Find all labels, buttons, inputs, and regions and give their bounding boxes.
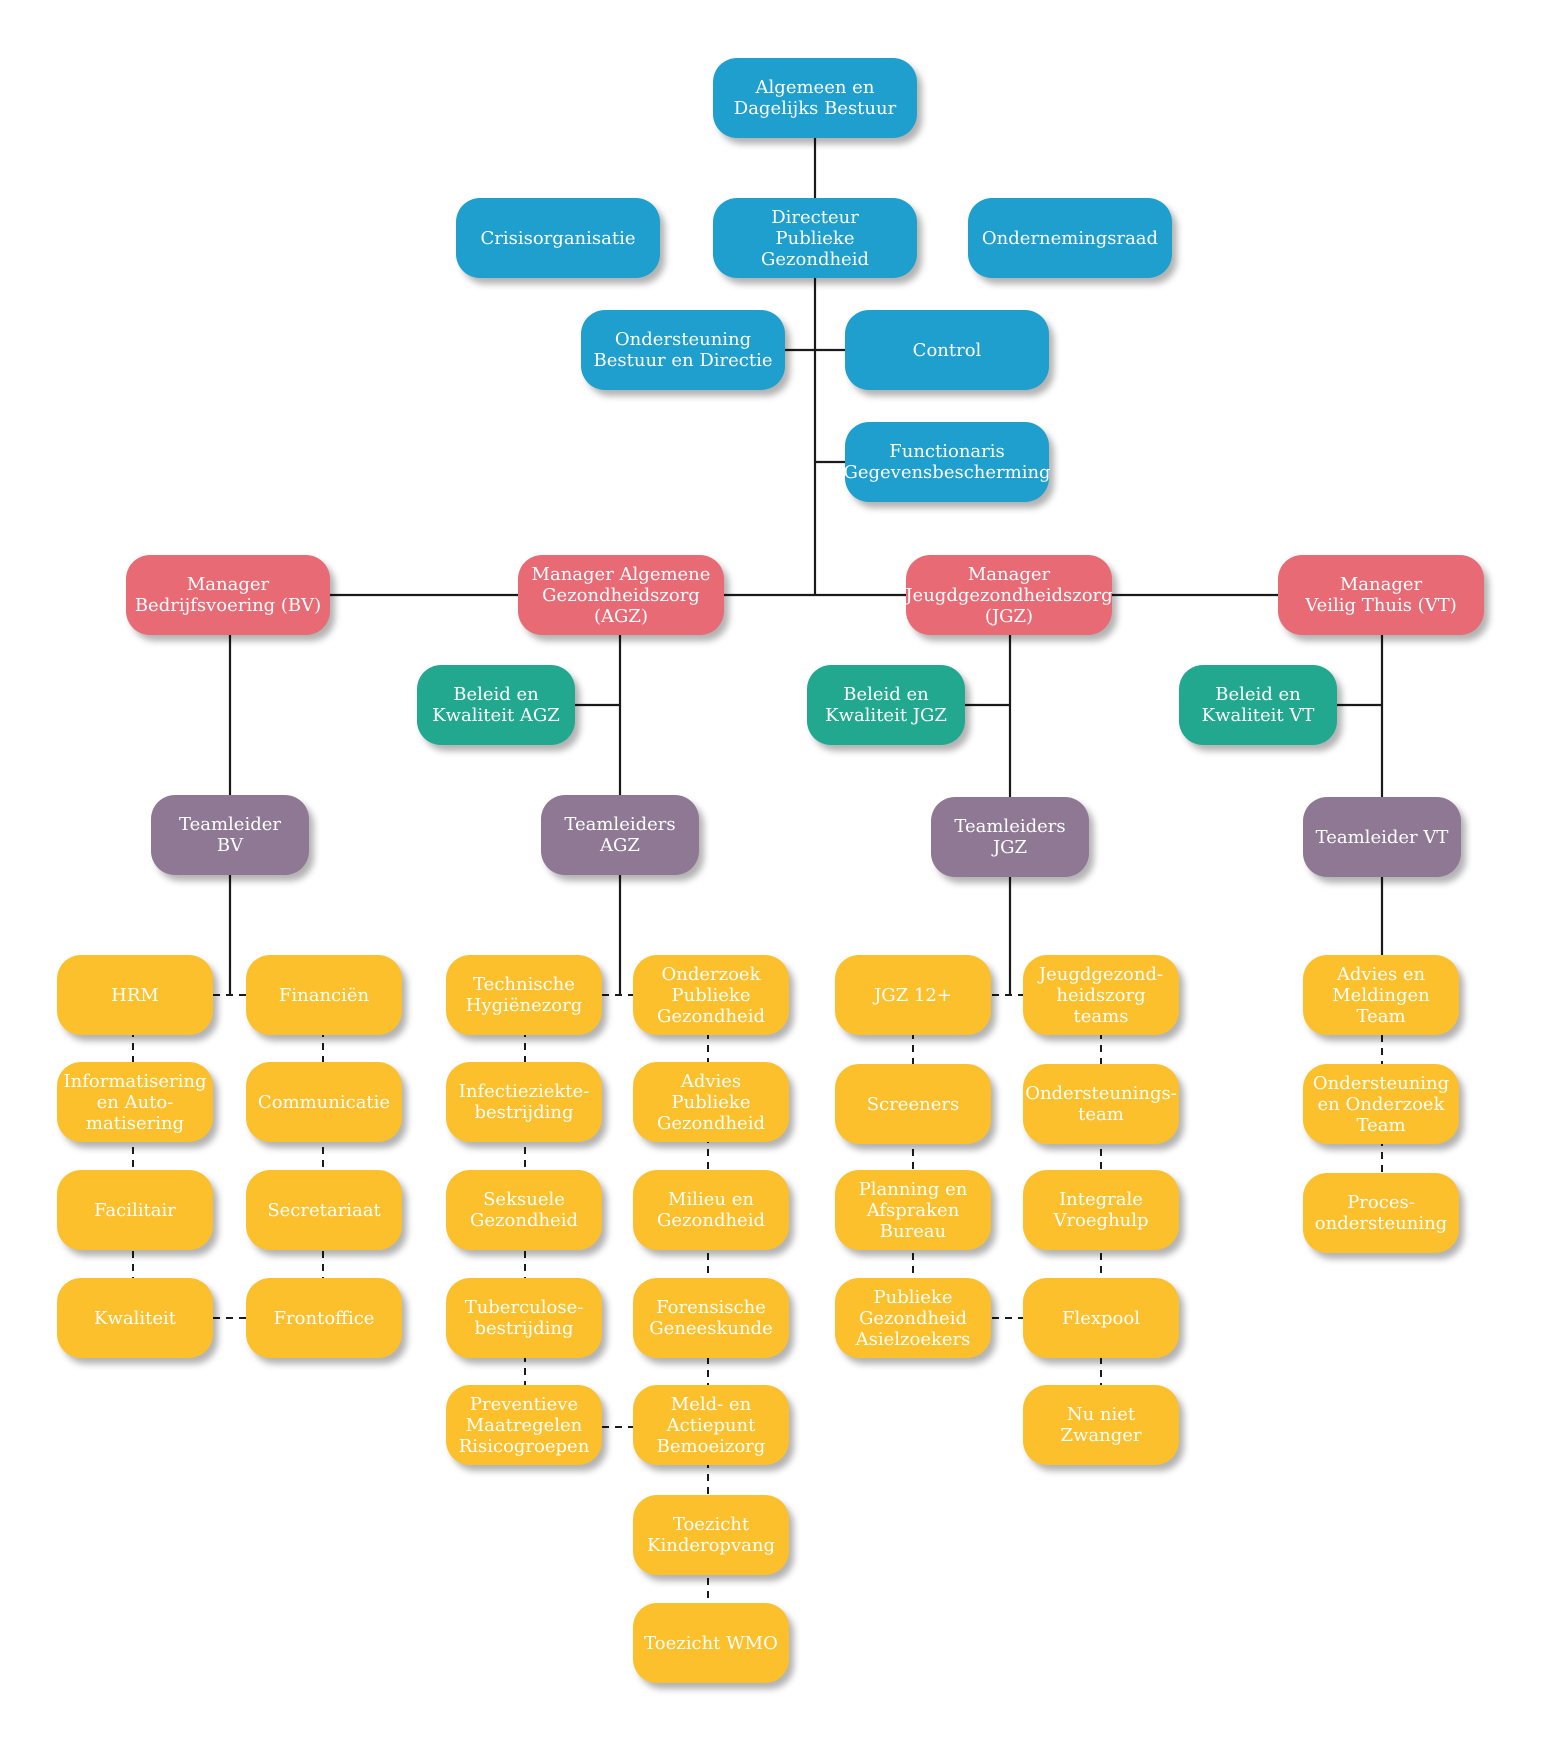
team-agz-milieu-gezondheid: Milieu en Gezondheid	[633, 1170, 789, 1250]
node-teamleider-vt: Teamleider VT	[1303, 797, 1461, 877]
team-agz-meld-actiepunt: Meld- en Actiepunt Bemoeizorg	[633, 1385, 789, 1465]
team-vt-procesondersteuning: Proces- ondersteuning	[1303, 1173, 1459, 1253]
team-bv-kwaliteit: Kwaliteit	[57, 1278, 213, 1358]
team-jgz-flexpool: Flexpool	[1023, 1278, 1179, 1358]
team-agz-forensische-geneeskunde: Forensische Geneeskunde	[633, 1278, 789, 1358]
node-algemeen-bestuur: Algemeen en Dagelijks Bestuur	[713, 58, 917, 138]
node-beleid-vt: Beleid en Kwaliteit VT	[1179, 665, 1337, 745]
node-manager-jgz: Manager Jeugdgezondheidszorg (JGZ)	[905, 555, 1113, 635]
team-agz-onderzoek-publieke-gezondheid: Onderzoek Publieke Gezondheid	[633, 955, 789, 1035]
team-jgz-asielzoekers: Publieke Gezondheid Asielzoekers	[835, 1278, 991, 1358]
team-bv-frontoffice: Frontoffice	[246, 1278, 402, 1358]
node-teamleiders-agz: Teamleiders AGZ	[541, 795, 699, 875]
node-ondernemingsraad: Ondernemingsraad	[968, 198, 1172, 278]
team-agz-toezicht-wmo: Toezicht WMO	[633, 1603, 789, 1683]
team-jgz-nu-niet-zwanger: Nu niet Zwanger	[1023, 1385, 1179, 1465]
team-bv-communicatie: Communicatie	[246, 1062, 402, 1142]
team-jgz-integrale-vroeghulp: Integrale Vroeghulp	[1023, 1170, 1179, 1250]
node-teamleiders-jgz: Teamleiders JGZ	[931, 797, 1089, 877]
node-beleid-jgz: Beleid en Kwaliteit JGZ	[807, 665, 965, 745]
node-manager-agz: Manager Algemene Gezondheidszorg (AGZ)	[518, 555, 724, 635]
team-agz-infectieziektebestrijding: Infectieziekte- bestrijding	[446, 1062, 602, 1142]
team-agz-toezicht-kinderopvang: Toezicht Kinderopvang	[633, 1495, 789, 1575]
node-ondersteuning-bestuur: Ondersteuning Bestuur en Directie	[581, 310, 785, 390]
team-agz-tuberculosebestrijding: Tuberculose- bestrijding	[446, 1278, 602, 1358]
team-agz-technische-hygienezorg: Technische Hygiënezorg	[446, 955, 602, 1035]
team-vt-ondersteuning-onderzoek: Ondersteuning en Onderzoek Team	[1303, 1064, 1459, 1144]
node-manager-bv: Manager Bedrijfsvoering (BV)	[126, 555, 330, 635]
node-teamleider-bv: Teamleider BV	[151, 795, 309, 875]
node-functionaris: Functionaris Gegevensbescherming	[843, 422, 1051, 502]
team-agz-advies-publieke-gezondheid: Advies Publieke Gezondheid	[633, 1062, 789, 1142]
team-agz-preventieve-maatregelen: Preventieve Maatregelen Risicogroepen	[446, 1385, 602, 1465]
node-manager-vt: Manager Veilig Thuis (VT)	[1278, 555, 1484, 635]
team-jgz-12plus: JGZ 12+	[835, 955, 991, 1035]
team-jgz-planning-afspraken: Planning en Afspraken Bureau	[835, 1170, 991, 1250]
team-vt-advies-meldingen: Advies en Meldingen Team	[1303, 955, 1459, 1035]
team-bv-secretariaat: Secretariaat	[246, 1170, 402, 1250]
node-control: Control	[845, 310, 1049, 390]
team-bv-hrm: HRM	[57, 955, 213, 1035]
team-bv-facilitair: Facilitair	[57, 1170, 213, 1250]
node-beleid-agz: Beleid en Kwaliteit AGZ	[417, 665, 575, 745]
team-jgz-ondersteuningsteam: Ondersteunings- team	[1023, 1064, 1179, 1144]
node-crisisorganisatie: Crisisorganisatie	[456, 198, 660, 278]
team-jgz-screeners: Screeners	[835, 1064, 991, 1144]
team-bv-financien: Financiën	[246, 955, 402, 1035]
node-directeur: Directeur Publieke Gezondheid	[713, 198, 917, 278]
team-bv-informatisering: Informatisering en Auto- matisering	[57, 1062, 213, 1142]
team-jgz-jeugdgezondheidszorg-teams: Jeugdgezond- heidszorg teams	[1023, 955, 1179, 1035]
team-agz-seksuele-gezondheid: Seksuele Gezondheid	[446, 1170, 602, 1250]
